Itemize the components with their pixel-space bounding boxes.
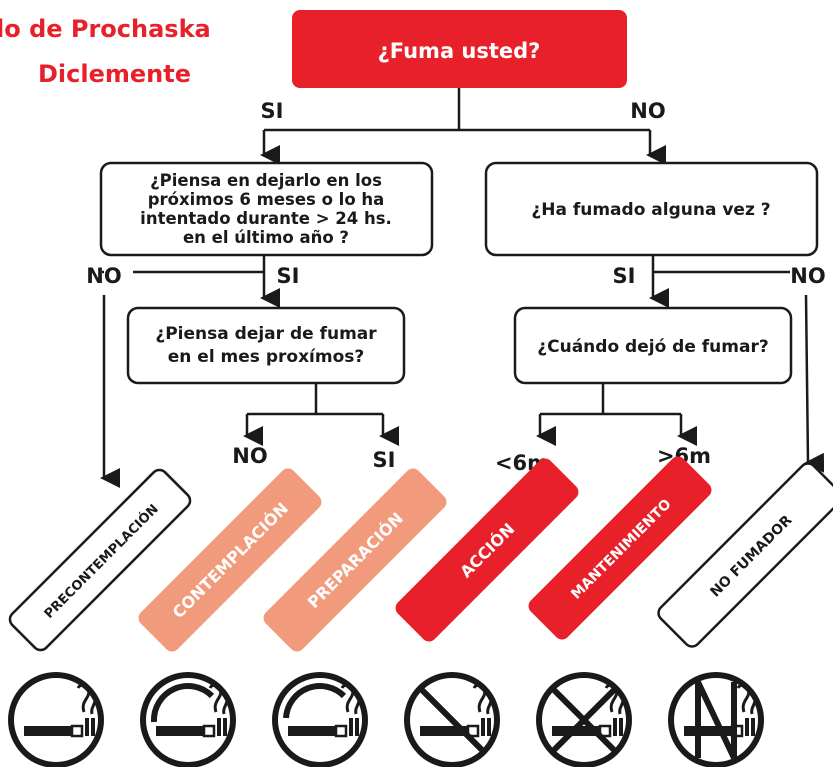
title-line-1: lo de Prochaska [0,15,211,43]
connector-top [264,88,650,132]
question-ever-box [484,161,819,257]
branch-no-top: NO [630,99,665,123]
smoking-reduced-icon [272,672,368,767]
question-when-box [513,306,793,385]
connector-when [540,383,681,416]
no-smoking-icon [8,672,104,767]
branch-si-month: SI [373,448,396,472]
question-think-line-1: ¿Piensa en dejarlo en los [150,171,382,190]
question-smoke-box [292,10,627,88]
no-smoking-icon [668,672,764,767]
no-smoking-icon [536,672,632,767]
branch-no-right: NO [790,264,825,288]
connector-right [651,255,790,274]
smoking-reduced-icon [140,672,236,767]
stage-label-precontemplacion: PRECONTEMPLACIÓN [41,501,162,622]
question-smoke-text: ¿Fuma usted? [378,39,541,63]
stage-label-contemplacion: CONTEMPLACIÓN [169,499,292,622]
question-think-line-4: en el último año ? [183,228,349,247]
question-think-line-3: intentado durante > 24 hs. [140,209,392,228]
arrow-to-no-fumador [804,294,825,473]
no-smoking-icon [404,672,500,767]
branch-si-right: SI [613,264,636,288]
question-month-line-1: ¿Piensa dejar de fumar [155,324,377,344]
question-think-box [99,161,434,257]
question-when-text: ¿Cuándo dejó de fumar? [537,337,768,357]
connector-left [102,255,266,274]
title-line-2: Diclemente [38,60,191,88]
question-month-box [126,306,406,385]
branch-no-left: NO [86,264,121,288]
connector-month [247,383,383,416]
question-think-line-2: próximos 6 meses o lo ha [148,190,385,209]
branch-no-month: NO [232,444,267,468]
branch-si-left: SI [277,264,300,288]
branch-si-top: SI [261,99,284,123]
question-month-line-2: en el mes proxímos? [168,347,365,367]
question-ever-text: ¿Ha fumado alguna vez ? [531,200,770,220]
